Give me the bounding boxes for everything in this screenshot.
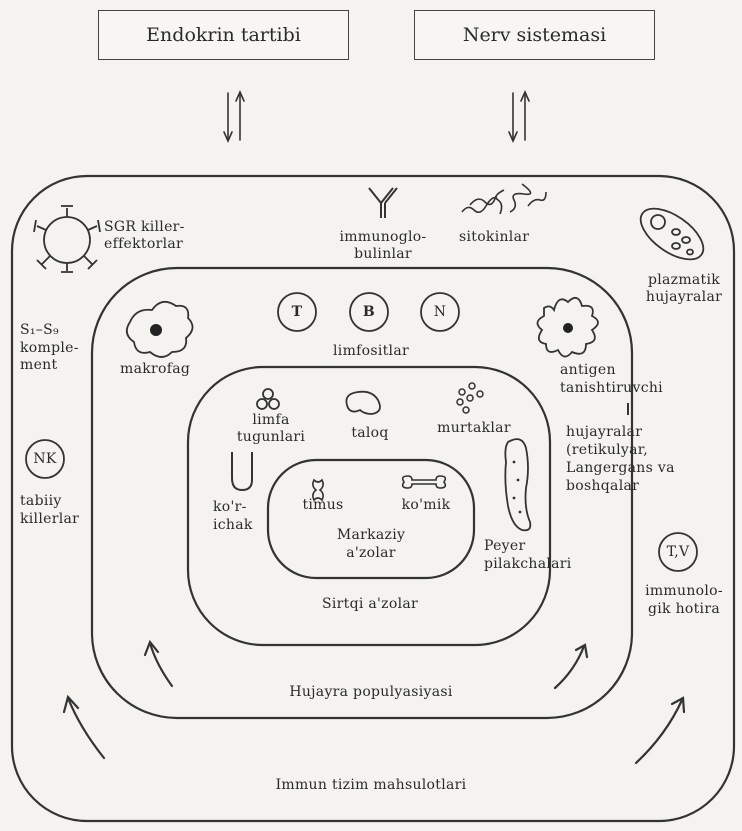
cell-ring-caption: Hujayra populyasiyasi xyxy=(220,684,522,700)
lymph-label-2: tugunlari xyxy=(226,429,316,445)
peyer-patches-icon xyxy=(505,439,530,530)
ig-label-2: bulinlar xyxy=(318,246,448,262)
gut-label-2: ichak xyxy=(213,517,253,533)
macrophage-icon xyxy=(127,302,193,357)
central-ring-caption-2: a'zolar xyxy=(300,545,442,561)
memory-label-2: gik hotira xyxy=(632,601,736,617)
apc-label-1: antigen xyxy=(560,362,616,378)
sgr-killer-cell-icon xyxy=(34,206,100,272)
nk-symbol: NK xyxy=(26,451,64,467)
nerv-label: Nerv sistemasi xyxy=(463,24,606,46)
sgr-label-1: SGR killer- xyxy=(104,219,185,235)
apc-label-3: hujayralar xyxy=(566,424,642,440)
peyer-label-2: pilakchalari xyxy=(484,556,572,572)
outer-ring xyxy=(12,176,734,821)
immunoglobulin-icon xyxy=(369,188,397,218)
apc-label-6: boshqalar xyxy=(566,478,639,494)
outer-ring-caption: Immun tizim mahsulotlari xyxy=(200,777,542,793)
spleen-icon xyxy=(346,392,380,414)
lymph-label-1: limfa xyxy=(226,412,316,428)
outer-ring-arrow-left xyxy=(64,697,104,758)
cell-ring-arrow-left xyxy=(145,642,172,686)
b-symbol: B xyxy=(350,304,388,320)
complement-label-1: S₁–S₉ xyxy=(20,322,59,338)
lymphocytes-label: limfositlar xyxy=(300,343,442,359)
complement-label-2: komple- xyxy=(20,340,79,356)
bone-marrow-icon xyxy=(403,476,446,488)
peripheral-ring-caption: Sirtqi a'zolar xyxy=(270,596,470,612)
plasma-label-1: plazmatik xyxy=(634,272,734,288)
nk-label-2: killerlar xyxy=(20,511,79,527)
endokrin-box: Endokrin tartibi xyxy=(98,10,349,60)
memory-label-1: immunolo- xyxy=(632,583,736,599)
gut-icon xyxy=(232,452,252,490)
endokrin-label: Endokrin tartibi xyxy=(146,24,301,46)
central-ring-caption-1: Markaziy xyxy=(300,527,442,543)
endokrin-arrows xyxy=(224,92,244,141)
plasma-label-2: hujayralar xyxy=(634,289,734,305)
memory-symbol: T,V xyxy=(659,544,697,560)
peyer-label-1: Peyer xyxy=(484,538,525,554)
ig-label-1: immunoglo- xyxy=(318,229,448,245)
apc-label-5: Langergans va xyxy=(566,460,675,476)
nk-label-1: tabiiy xyxy=(20,493,62,509)
bone-marrow-label: ko'mik xyxy=(384,497,468,513)
cytokines-icon xyxy=(462,184,546,214)
plasma-cell-icon xyxy=(632,199,712,270)
macrophage-label: makrofag xyxy=(120,361,190,377)
cytokines-label: sitokinlar xyxy=(459,229,529,245)
antigen-presenting-cell-icon xyxy=(537,298,598,357)
complement-label-3: ment xyxy=(20,357,57,373)
spleen-label: taloq xyxy=(330,425,410,441)
nerv-box: Nerv sistemasi xyxy=(414,10,655,60)
sgr-label-2: effektorlar xyxy=(104,236,183,252)
outer-ring-arrow-right xyxy=(636,698,684,763)
gut-label-1: ko'r- xyxy=(213,499,247,515)
thymus-label: timus xyxy=(288,497,358,513)
nerv-arrows xyxy=(509,92,529,141)
cell-ring-arrow-right xyxy=(555,645,587,688)
tonsils-icon xyxy=(457,383,483,413)
apc-label-2: tanishtiruvchi xyxy=(560,380,663,396)
apc-label-4: (retikulyar, xyxy=(566,442,648,458)
tonsils-label: murtaklar xyxy=(424,420,524,436)
lymph-node-icon xyxy=(257,389,279,409)
n-symbol: N xyxy=(421,304,459,320)
t-symbol: T xyxy=(278,304,316,320)
